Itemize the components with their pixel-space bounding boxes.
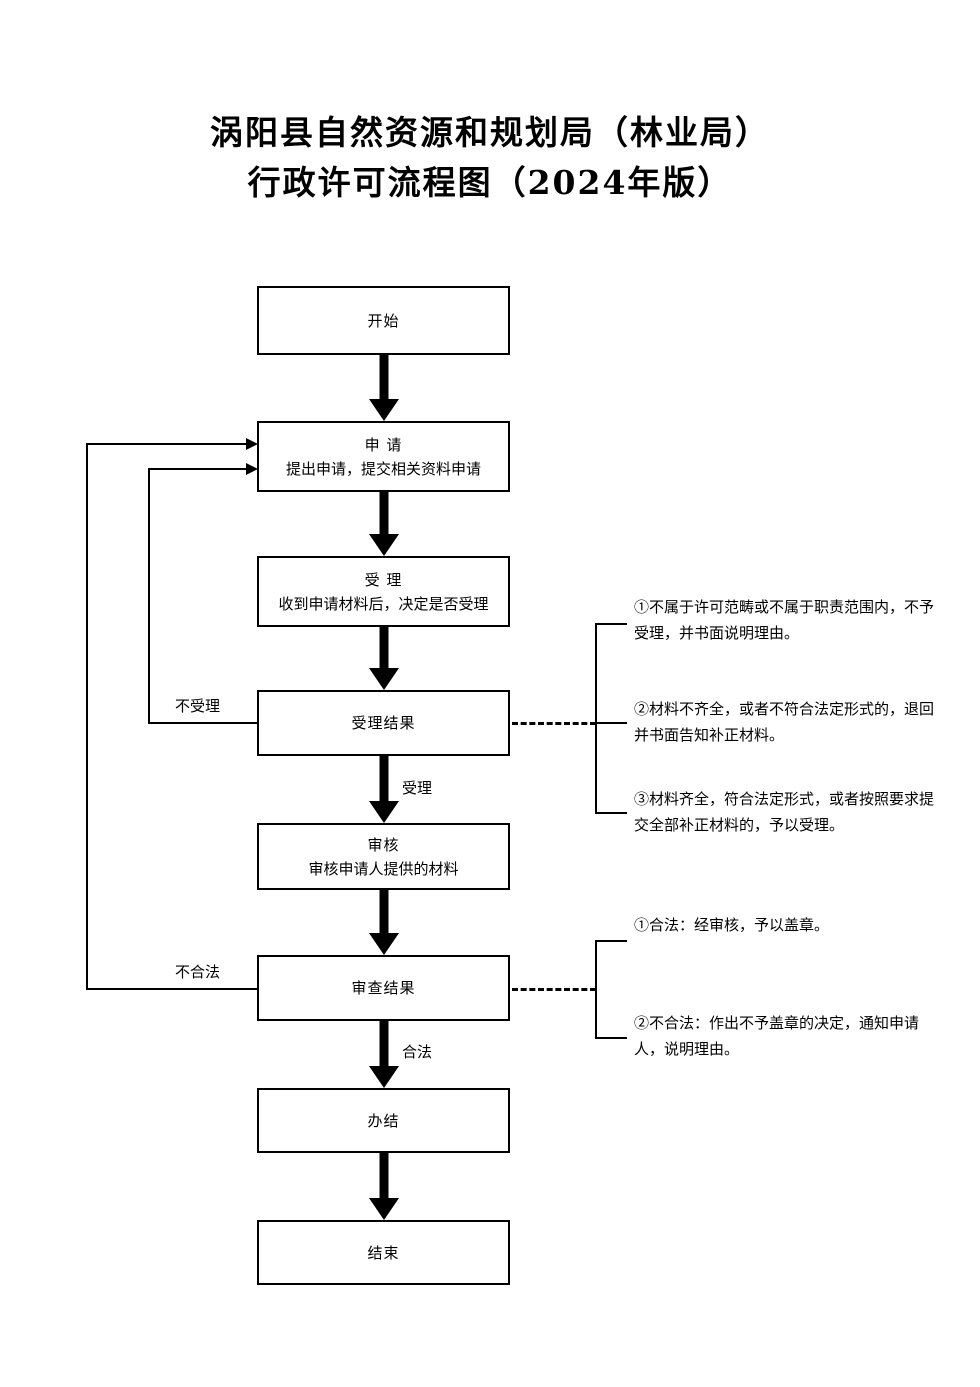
arrow-shaft (379, 492, 389, 534)
node-apply-sublabel: 提出申请，提交相关资料申请 (285, 459, 481, 478)
node-start-label: 开始 (367, 311, 400, 330)
arrow-shaft (379, 1153, 389, 1198)
loop-outer-left-segment (86, 443, 88, 990)
arrow-head (369, 399, 399, 421)
page-title: 涡阳县自然资源和规划局（林业局） 行政许可流程图（2024年版） (0, 108, 980, 208)
node-accept-label: 受 理 (364, 570, 403, 589)
arrow-head (369, 933, 399, 955)
note-review-result-1: ①合法：经审核，予以盖章。 (634, 916, 830, 934)
bracket-review-result-spine (595, 940, 597, 1038)
arrow-head (369, 801, 399, 823)
loop-inner-arrow-head (246, 463, 258, 475)
arrow-start-to-apply (369, 355, 399, 421)
bracket-accept-result-stub-1 (595, 623, 627, 625)
node-review-sublabel: 审核申请人提供的材料 (308, 859, 459, 878)
loop-inner-bottom-segment (148, 722, 259, 724)
note-accept-result-3: ③材料齐全，符合法定形式，或者按照要求提交全部补正材料的，予以受理。 (634, 790, 935, 834)
node-review-label: 审核 (367, 835, 400, 854)
node-accept-result[interactable]: 受理结果 (257, 690, 510, 756)
node-done[interactable]: 办结 (257, 1088, 510, 1153)
arrow-shaft (379, 627, 389, 668)
dashed-connector-accept-result (512, 722, 596, 725)
node-done-label: 办结 (367, 1111, 400, 1130)
note-accept-result-2: ②材料不齐全，或者不符合法定形式的，退回并书面告知补正材料。 (634, 700, 935, 744)
title-line-1: 涡阳县自然资源和规划局（林业局） (210, 113, 770, 152)
arrow-apply-to-accept (369, 492, 399, 556)
loop-outer-top-segment (86, 443, 246, 445)
bracket-accept-result-spine (595, 623, 597, 813)
node-review-result[interactable]: 审查结果 (257, 955, 510, 1021)
arrow-shaft (379, 756, 389, 801)
edge-label-not-accepted: 不受理 (172, 696, 224, 716)
arrow-head (369, 668, 399, 690)
edge-label-accepted: 受理 (399, 778, 436, 798)
arrow-accept-result-to-review (369, 756, 399, 823)
loop-outer-arrow-head (246, 438, 258, 450)
arrow-shaft (379, 1021, 389, 1066)
bracket-review-result-stub-1 (595, 940, 627, 942)
arrow-accept-to-accept-result (369, 627, 399, 690)
node-start[interactable]: 开始 (257, 286, 510, 355)
title-line-2: 行政许可流程图（2024年版） (247, 163, 733, 202)
bracket-accept-result-stub-3 (595, 812, 627, 814)
node-end[interactable]: 结束 (257, 1220, 510, 1285)
note-review-result-2: ②不合法：作出不予盖章的决定，通知申请人，说明理由。 (634, 1014, 920, 1058)
arrow-done-to-end (369, 1153, 399, 1220)
arrow-review-result-to-done (369, 1021, 399, 1088)
arrow-shaft (379, 890, 389, 933)
node-review[interactable]: 审核 审核申请人提供的材料 (257, 823, 510, 890)
dashed-connector-review-result (512, 988, 596, 991)
loop-inner-left-segment (148, 468, 150, 724)
arrow-head (369, 534, 399, 556)
edge-label-legal: 合法 (399, 1042, 436, 1062)
note-accept-result-1: ①不属于许可范畴或不属于职责范围内，不予受理，并书面说明理由。 (634, 598, 935, 642)
node-apply[interactable]: 申 请 提出申请，提交相关资料申请 (257, 421, 510, 492)
loop-inner-top-segment (148, 468, 246, 470)
node-apply-label: 申 请 (364, 435, 403, 454)
node-accept-result-label: 受理结果 (351, 714, 416, 732)
node-review-result-label: 审查结果 (351, 979, 416, 997)
node-end-label: 结束 (367, 1243, 400, 1262)
bracket-review-result-stub-2 (595, 1037, 627, 1039)
bracket-accept-result-stub-2 (595, 722, 627, 724)
arrow-head (369, 1066, 399, 1088)
loop-outer-bottom-segment (86, 988, 259, 990)
arrow-shaft (379, 355, 389, 399)
arrow-head (369, 1198, 399, 1220)
node-accept-sublabel: 收到申请材料后，决定是否受理 (278, 594, 489, 613)
node-accept[interactable]: 受 理 收到申请材料后，决定是否受理 (257, 556, 510, 627)
edge-label-illegal: 不合法 (172, 962, 224, 982)
arrow-review-to-review-result (369, 890, 399, 955)
